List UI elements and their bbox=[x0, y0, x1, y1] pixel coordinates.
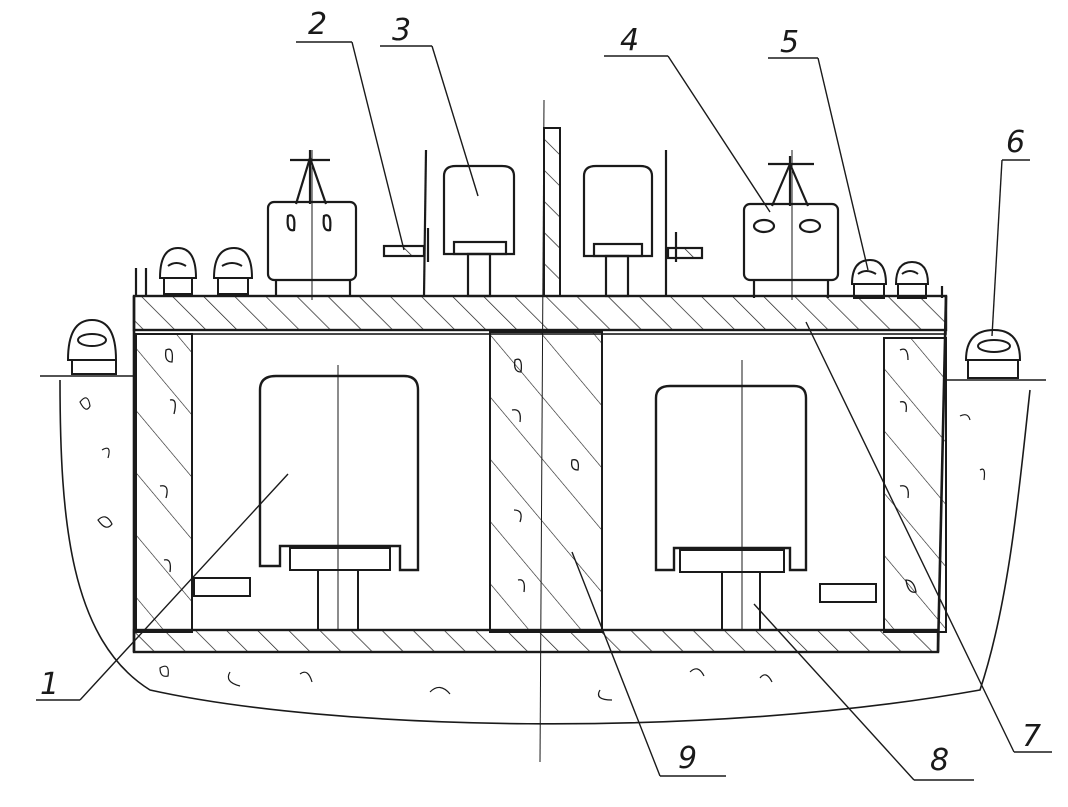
label-5: 5 bbox=[780, 25, 799, 60]
unit-ground-right bbox=[964, 328, 1022, 379]
label-1: 1 bbox=[40, 667, 59, 702]
leader-lines bbox=[36, 41, 1052, 781]
unit-right-1 bbox=[850, 258, 888, 299]
wall-marks bbox=[159, 348, 917, 593]
label-6: 6 bbox=[1006, 125, 1025, 160]
unit-left-1 bbox=[158, 246, 198, 295]
ground-marks bbox=[79, 397, 986, 701]
callout-labels: 1 2 3 4 5 6 7 8 9 bbox=[40, 7, 1041, 778]
transformer-right bbox=[654, 360, 877, 631]
top-equipment bbox=[134, 127, 944, 300]
transformer-left bbox=[193, 365, 420, 631]
unit-ground-left bbox=[66, 318, 118, 375]
ground bbox=[40, 375, 1046, 725]
label-8: 8 bbox=[930, 743, 949, 778]
unit-right-2 bbox=[894, 260, 930, 299]
label-7: 7 bbox=[1022, 719, 1041, 754]
label-2: 2 bbox=[308, 7, 327, 42]
foundation-box bbox=[132, 294, 948, 654]
label-3: 3 bbox=[392, 13, 411, 48]
unit-left-2 bbox=[212, 246, 254, 295]
label-9: 9 bbox=[678, 741, 697, 776]
label-4: 4 bbox=[620, 23, 639, 58]
rooftop-units bbox=[66, 246, 1022, 379]
